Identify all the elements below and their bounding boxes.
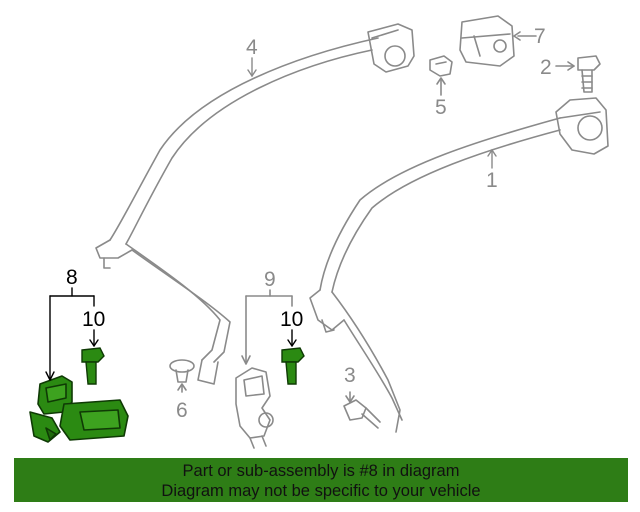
parts-diagram xyxy=(29,15,609,449)
left-upper-guide xyxy=(367,23,415,73)
callout-5: 5 xyxy=(435,96,447,119)
center-buckle-9 xyxy=(235,367,274,449)
callout-9: 9 xyxy=(264,268,276,291)
anchor-bolt-3 xyxy=(343,391,381,429)
highlighted-buckle-8 xyxy=(29,375,129,443)
notice-line-2: Diagram may not be specific to your vehi… xyxy=(161,482,481,500)
callout-10-left: 10 xyxy=(82,308,106,331)
callout-2: 2 xyxy=(540,56,552,79)
callout-6: 6 xyxy=(176,399,188,422)
highlighted-bolt-10-right xyxy=(281,347,305,385)
push-fastener-6 xyxy=(169,359,195,393)
highlighted-bolt-10-left xyxy=(81,347,105,385)
diagram-notice-banner: Part or sub-assembly is #8 in diagram Di… xyxy=(14,458,628,502)
callout-9-bracket xyxy=(241,289,293,365)
left-belt-webbing xyxy=(95,37,379,385)
callout-10-right: 10 xyxy=(280,308,304,331)
callout-8: 8 xyxy=(66,266,78,289)
right-belt-webbing xyxy=(309,117,561,433)
grommet xyxy=(429,55,453,96)
callout-4-leader xyxy=(247,57,257,78)
bolt-2 xyxy=(555,55,601,93)
notice-line-1: Part or sub-assembly is #8 in diagram xyxy=(182,462,460,480)
callout-8-bracket xyxy=(45,287,95,381)
callout-7: 7 xyxy=(534,25,546,48)
callout-10-left-leader xyxy=(89,329,99,347)
callout-10-right-leader xyxy=(287,329,297,347)
callout-4: 4 xyxy=(246,36,258,59)
callout-3: 3 xyxy=(344,364,356,387)
callout-1-leader xyxy=(487,148,497,169)
callout-1: 1 xyxy=(486,169,498,192)
right-upper-retractor xyxy=(555,97,609,155)
retractor-housing xyxy=(459,15,537,67)
